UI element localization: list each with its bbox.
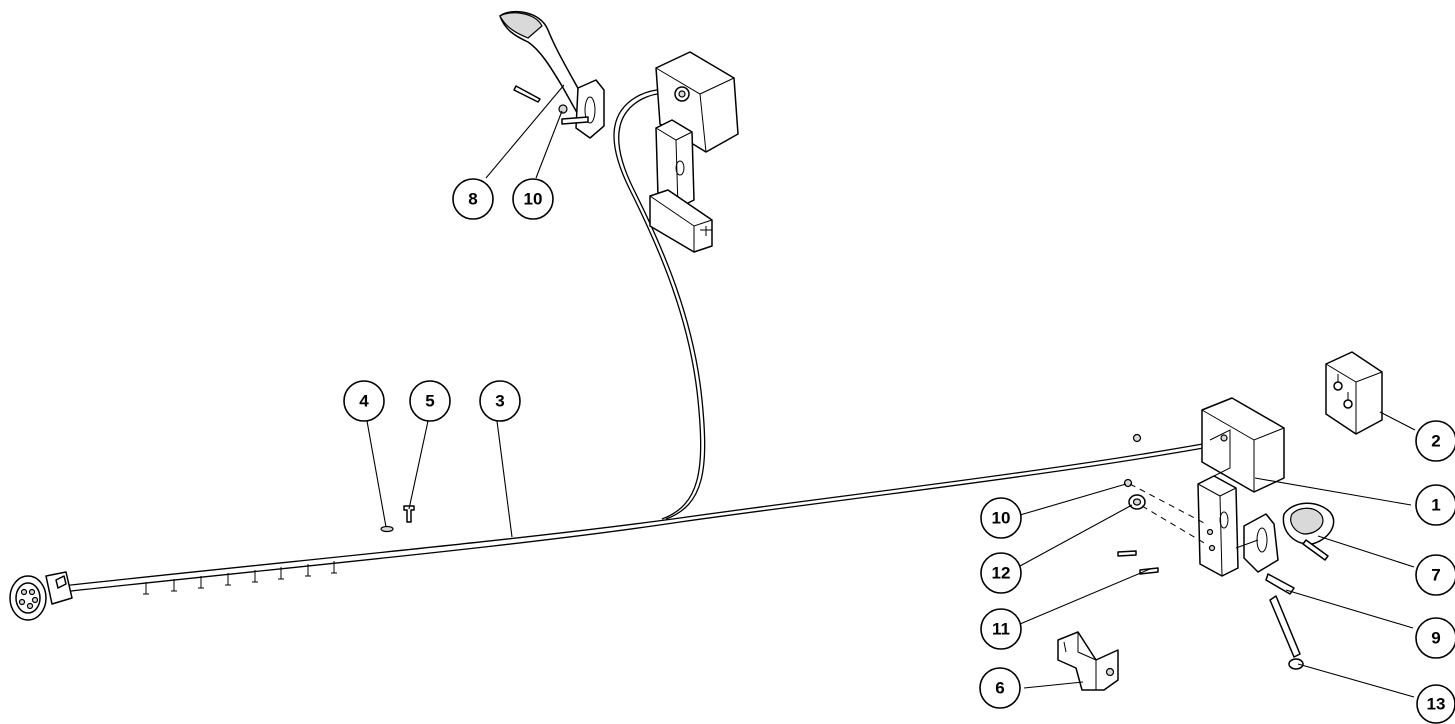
- callout-label: 4: [359, 392, 369, 411]
- left-side-marker-lamp: [499, 10, 605, 139]
- callout-5: 5: [409, 380, 451, 422]
- left-lamp-assembly: [649, 51, 739, 253]
- callout-12: 12: [980, 552, 1022, 594]
- trailer-plug: [9, 571, 73, 621]
- leader-lines: [366, 84, 1416, 698]
- screw-part: [403, 505, 415, 523]
- callout-8: 8: [452, 178, 494, 220]
- callout-9: 9: [1415, 617, 1455, 659]
- callout-label: 1: [1431, 496, 1440, 515]
- callout-label: 12: [992, 564, 1011, 583]
- callout-13: 13: [1416, 684, 1455, 724]
- callout-label: 2: [1431, 432, 1440, 451]
- callout-label: 7: [1431, 566, 1440, 585]
- cable-tie-part: [380, 525, 394, 533]
- callout-label: 10: [992, 509, 1011, 528]
- callout-label: 10: [524, 190, 543, 209]
- callout-3: 3: [479, 380, 521, 422]
- callout-label: 13: [1427, 695, 1446, 714]
- callout-2: 2: [1415, 420, 1455, 462]
- callout-10-right: 10: [980, 497, 1022, 539]
- cable-ties: [143, 561, 337, 595]
- callout-label: 11: [992, 620, 1010, 639]
- callout-label: 6: [995, 679, 1004, 698]
- right-lamp-assembly: [1057, 351, 1383, 691]
- callout-label: 3: [495, 392, 504, 411]
- callout-10-top: 10: [512, 178, 554, 220]
- callout-6: 6: [979, 667, 1021, 709]
- callout-7: 7: [1415, 554, 1455, 596]
- callout-1: 1: [1415, 484, 1455, 526]
- callout-label: 9: [1431, 629, 1440, 648]
- wiring-harness: [61, 88, 1227, 595]
- callout-label: 8: [468, 190, 477, 209]
- callout-4: 4: [343, 380, 385, 422]
- callout-label: 5: [425, 392, 434, 411]
- callout-11: 11: [980, 608, 1022, 650]
